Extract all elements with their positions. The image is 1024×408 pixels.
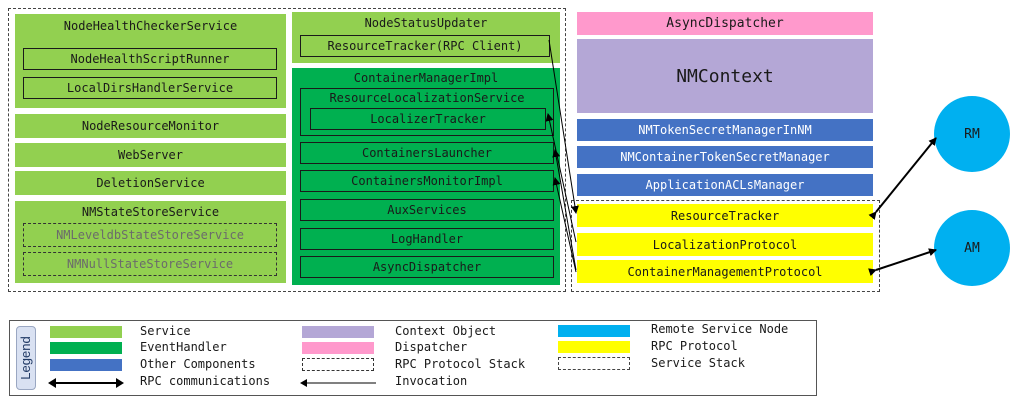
legend-title-tab: Legend xyxy=(16,326,36,390)
deletion-service: DeletionService xyxy=(15,171,286,195)
container-manager-impl-label: ContainerManagerImpl xyxy=(353,71,499,85)
legend-label-context-object: Context Object xyxy=(395,324,497,338)
legend-label-remote-service-node: Remote Service Node xyxy=(651,322,789,336)
legend-label-service: Service xyxy=(140,324,191,338)
legend-label-dispatcher: Dispatcher xyxy=(395,340,468,354)
async-dispatcher: AsyncDispatcher xyxy=(577,12,873,35)
node-health-script-runner: NodeHealthScriptRunner xyxy=(23,48,277,70)
web-server: WebServer xyxy=(15,143,286,167)
resource-tracker-rpc-client: ResourceTracker(RPC Client) xyxy=(300,35,550,57)
node-health-checker-label: NodeHealthCheckerService xyxy=(63,19,238,33)
legend-swatch-context-object xyxy=(302,326,374,338)
container-manager-impl: ContainerManagerImpl ResourceLocalizatio… xyxy=(292,68,560,285)
container-async-dispatcher: AsyncDispatcher xyxy=(300,256,554,278)
node-status-updater-label: NodeStatusUpdater xyxy=(364,16,488,30)
application-acls-manager: ApplicationACLsManager xyxy=(577,174,873,196)
legend-label-rpc-protocol: RPC Protocol xyxy=(651,339,738,353)
legend-rpc-arrow-icon xyxy=(48,378,124,388)
legend-swatch-other-components xyxy=(50,359,122,371)
legend-label-event-handler: EventHandler xyxy=(140,340,227,354)
legend-swatch-remote-service-node xyxy=(558,325,630,337)
legend: Legend Service EventHandler Other Compon… xyxy=(9,320,817,396)
nm-leveldb-state-store-service: NMLeveldbStateStoreService xyxy=(23,223,277,247)
legend-label-other-components: Other Components xyxy=(140,357,256,371)
local-dirs-handler-service: LocalDirsHandlerService xyxy=(23,77,277,99)
legend-swatch-rpc-protocol-stack xyxy=(302,358,374,371)
nm-token-secret-manager: NMTokenSecretManagerInNM xyxy=(577,119,873,141)
nm-context: NMContext xyxy=(577,39,873,113)
legend-title: Legend xyxy=(18,336,33,380)
rpc-resource-tracker-rm xyxy=(868,137,937,220)
resource-localization-service-label: ResourceLocalizationService xyxy=(329,91,525,105)
localizer-tracker: LocalizerTracker xyxy=(310,108,546,130)
nm-state-store-service: NMStateStoreService NMLeveldbStateStoreS… xyxy=(15,201,286,283)
legend-swatch-event-handler xyxy=(50,342,122,354)
legend-label-rpc-communications: RPC communications xyxy=(140,374,271,388)
legend-swatch-dispatcher xyxy=(302,342,374,354)
localization-protocol: LocalizationProtocol xyxy=(577,233,873,256)
containers-monitor-impl: ContainersMonitorImpl xyxy=(300,170,554,192)
container-management-protocol: ContainerManagementProtocol xyxy=(577,260,873,283)
node-health-checker-service: NodeHealthCheckerService NodeHealthScrip… xyxy=(15,14,286,108)
node-status-updater: NodeStatusUpdater ResourceTracker(RPC Cl… xyxy=(292,12,560,63)
nm-null-state-store-service: NMNullStateStoreService xyxy=(23,252,277,276)
legend-swatch-service xyxy=(50,326,122,338)
legend-label-rpc-protocol-stack: RPC Protocol Stack xyxy=(395,357,526,371)
nm-state-store-label: NMStateStoreService xyxy=(81,205,220,219)
log-handler: LogHandler xyxy=(300,228,554,250)
legend-label-service-stack: Service Stack xyxy=(651,356,745,370)
resource-tracker-protocol: ResourceTracker xyxy=(577,204,873,227)
aux-services: AuxServices xyxy=(300,199,554,221)
nm-container-token-secret-manager: NMContainerTokenSecretManager xyxy=(577,146,873,168)
legend-label-invocation: Invocation xyxy=(395,374,468,388)
containers-launcher: ContainersLauncher xyxy=(300,142,554,164)
rm-node: RM xyxy=(934,96,1010,172)
legend-invocation-arrow-icon xyxy=(300,379,376,387)
resource-localization-service: ResourceLocalizationService LocalizerTra… xyxy=(300,88,554,136)
node-resource-monitor: NodeResourceMonitor xyxy=(15,114,286,138)
rpc-container-mgmt-am xyxy=(868,248,937,277)
legend-swatch-service-stack xyxy=(558,357,630,370)
am-node: AM xyxy=(934,210,1010,286)
legend-swatch-rpc-protocol xyxy=(558,341,630,353)
